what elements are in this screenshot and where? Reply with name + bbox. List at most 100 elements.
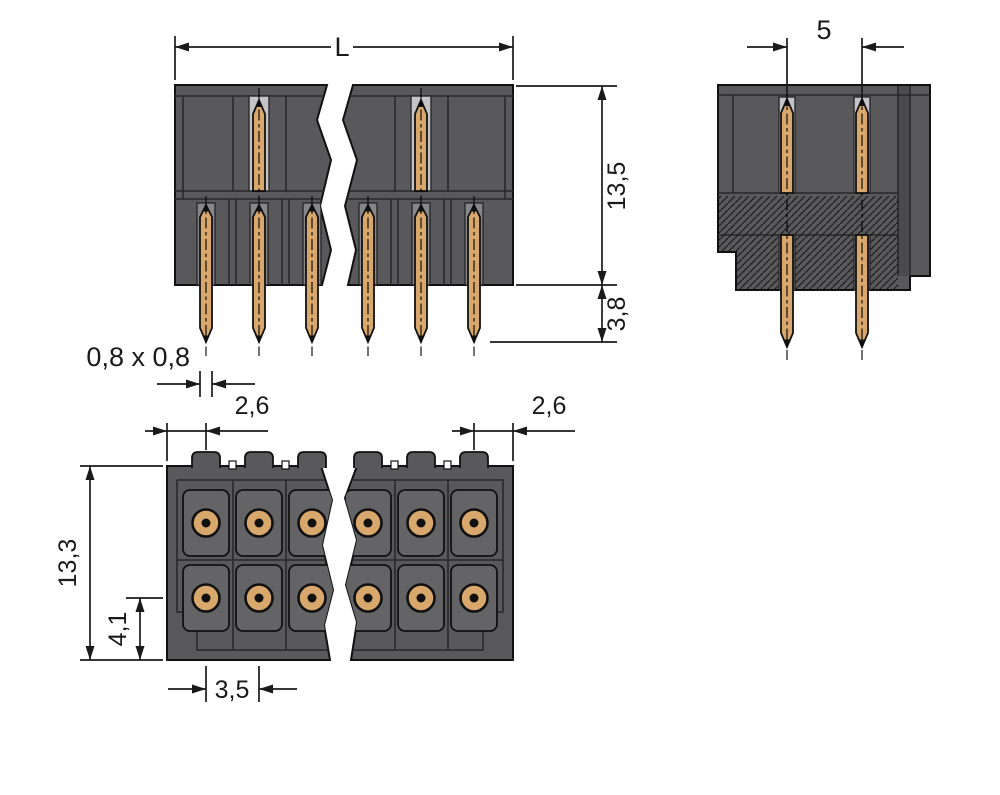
polarization-tab xyxy=(353,451,383,468)
pin-solder-tip xyxy=(309,335,315,342)
front-left-grooves xyxy=(228,96,290,285)
pin-point xyxy=(255,205,263,212)
dim-length: L xyxy=(174,32,514,80)
front-view xyxy=(174,84,514,356)
arrowhead xyxy=(212,379,226,389)
arrowhead xyxy=(597,271,607,285)
polarization-tab xyxy=(191,451,221,468)
contact-dot xyxy=(201,518,211,528)
front-upper-pin xyxy=(414,88,428,198)
polarization-tab xyxy=(297,451,327,468)
front-lower-pin xyxy=(305,196,319,356)
arrowhead xyxy=(597,285,607,299)
contact-dot xyxy=(307,593,317,603)
section-hatch xyxy=(718,196,898,290)
pin-contact xyxy=(182,489,230,557)
side-section-view xyxy=(717,84,931,360)
cell-dividers xyxy=(394,480,449,650)
dimensions: L 13,5 3,8 5 0,8 x 0,8 xyxy=(54,15,904,704)
arrowhead xyxy=(499,42,513,52)
dim-bottom-row-offset: 4,1 xyxy=(104,597,163,660)
contact-dot xyxy=(416,518,426,528)
arrowhead xyxy=(192,684,206,694)
pin-contact xyxy=(235,489,283,557)
dim-row-spacing: 5 xyxy=(747,15,904,93)
front-lower-pin xyxy=(199,196,213,356)
dim-label-length: L xyxy=(334,32,349,62)
pin-contact xyxy=(182,564,230,632)
pin-contact xyxy=(235,564,283,632)
dim-label-housing-depth: 13,3 xyxy=(54,539,82,588)
arrowhead xyxy=(513,426,527,436)
dim-lines xyxy=(80,465,163,661)
contact-dot xyxy=(469,518,479,528)
polarization-tab xyxy=(406,451,436,468)
dim-lines xyxy=(490,285,617,343)
pin-point xyxy=(308,205,316,212)
front-lower-pin xyxy=(252,196,266,356)
dim-pin-cross-section: 0,8 x 0,8 xyxy=(86,342,255,397)
pin-solder-tip xyxy=(365,335,371,342)
dim-label-pin-pitch: 3,5 xyxy=(215,676,250,704)
contact-dot xyxy=(363,593,373,603)
contact-dot xyxy=(254,593,264,603)
pin-point xyxy=(364,205,372,212)
edge-notch xyxy=(390,460,399,470)
arrowhead xyxy=(206,426,220,436)
contact-dot xyxy=(307,518,317,528)
contact-dot xyxy=(201,593,211,603)
contact-dot xyxy=(416,593,426,603)
pin-contact xyxy=(288,564,333,632)
pin-solder-tip xyxy=(203,335,209,342)
arrowhead xyxy=(259,684,273,694)
bottom-view xyxy=(166,451,514,661)
hatch-region xyxy=(718,196,898,240)
arrowhead xyxy=(186,379,200,389)
arrowhead xyxy=(85,646,95,660)
pin-contact xyxy=(397,564,445,632)
contact-dot xyxy=(254,518,264,528)
dim-label-pin-cross-section: 0,8 x 0,8 xyxy=(86,342,190,372)
arrowhead xyxy=(597,328,607,342)
polarization-tab xyxy=(244,451,274,468)
contact-dot xyxy=(363,518,373,528)
front-upper-pin xyxy=(252,88,266,198)
dim-lines xyxy=(747,38,904,93)
dim-label-row-spacing: 5 xyxy=(816,15,831,45)
polarization-tab xyxy=(459,451,489,468)
dim-label-edge-to-pin-right: 2,6 xyxy=(532,392,567,420)
arrowhead xyxy=(597,86,607,100)
dim-pin-protrusion: 3,8 xyxy=(490,285,631,343)
pin-solder-tip xyxy=(256,335,262,342)
pin-solder-tip xyxy=(471,335,477,342)
dim-housing-height: 13,5 xyxy=(516,85,631,286)
edge-notch xyxy=(228,460,237,470)
side-latch-channel xyxy=(898,86,910,276)
pin-contact xyxy=(450,564,498,632)
cell-dividers xyxy=(232,480,287,650)
pin-contact xyxy=(345,564,392,632)
dim-edge-to-pin-right: 2,6 xyxy=(452,392,575,461)
arrowhead xyxy=(460,426,474,436)
arrowhead xyxy=(135,598,145,612)
front-right-grooves xyxy=(390,96,452,285)
arrowhead xyxy=(175,42,189,52)
dim-lines xyxy=(168,666,297,702)
pin-contact xyxy=(397,489,445,557)
bottom-left-details xyxy=(176,479,333,651)
front-lower-pin xyxy=(361,196,375,356)
bottom-right-details xyxy=(345,479,504,651)
edge-notch xyxy=(443,460,452,470)
hatch-region xyxy=(736,240,898,290)
dim-pin-pitch: 3,5 xyxy=(168,666,297,704)
dim-lines xyxy=(516,85,617,286)
dim-edge-to-pin-left: 2,6 xyxy=(145,392,269,461)
edge-notch xyxy=(281,460,290,470)
dim-label-bottom-row-offset: 4,1 xyxy=(104,612,132,647)
dim-label-pin-protrusion: 3,8 xyxy=(603,297,631,332)
pin-contact xyxy=(288,489,333,557)
arrowhead xyxy=(773,42,787,52)
side-pin-rear xyxy=(780,92,794,360)
